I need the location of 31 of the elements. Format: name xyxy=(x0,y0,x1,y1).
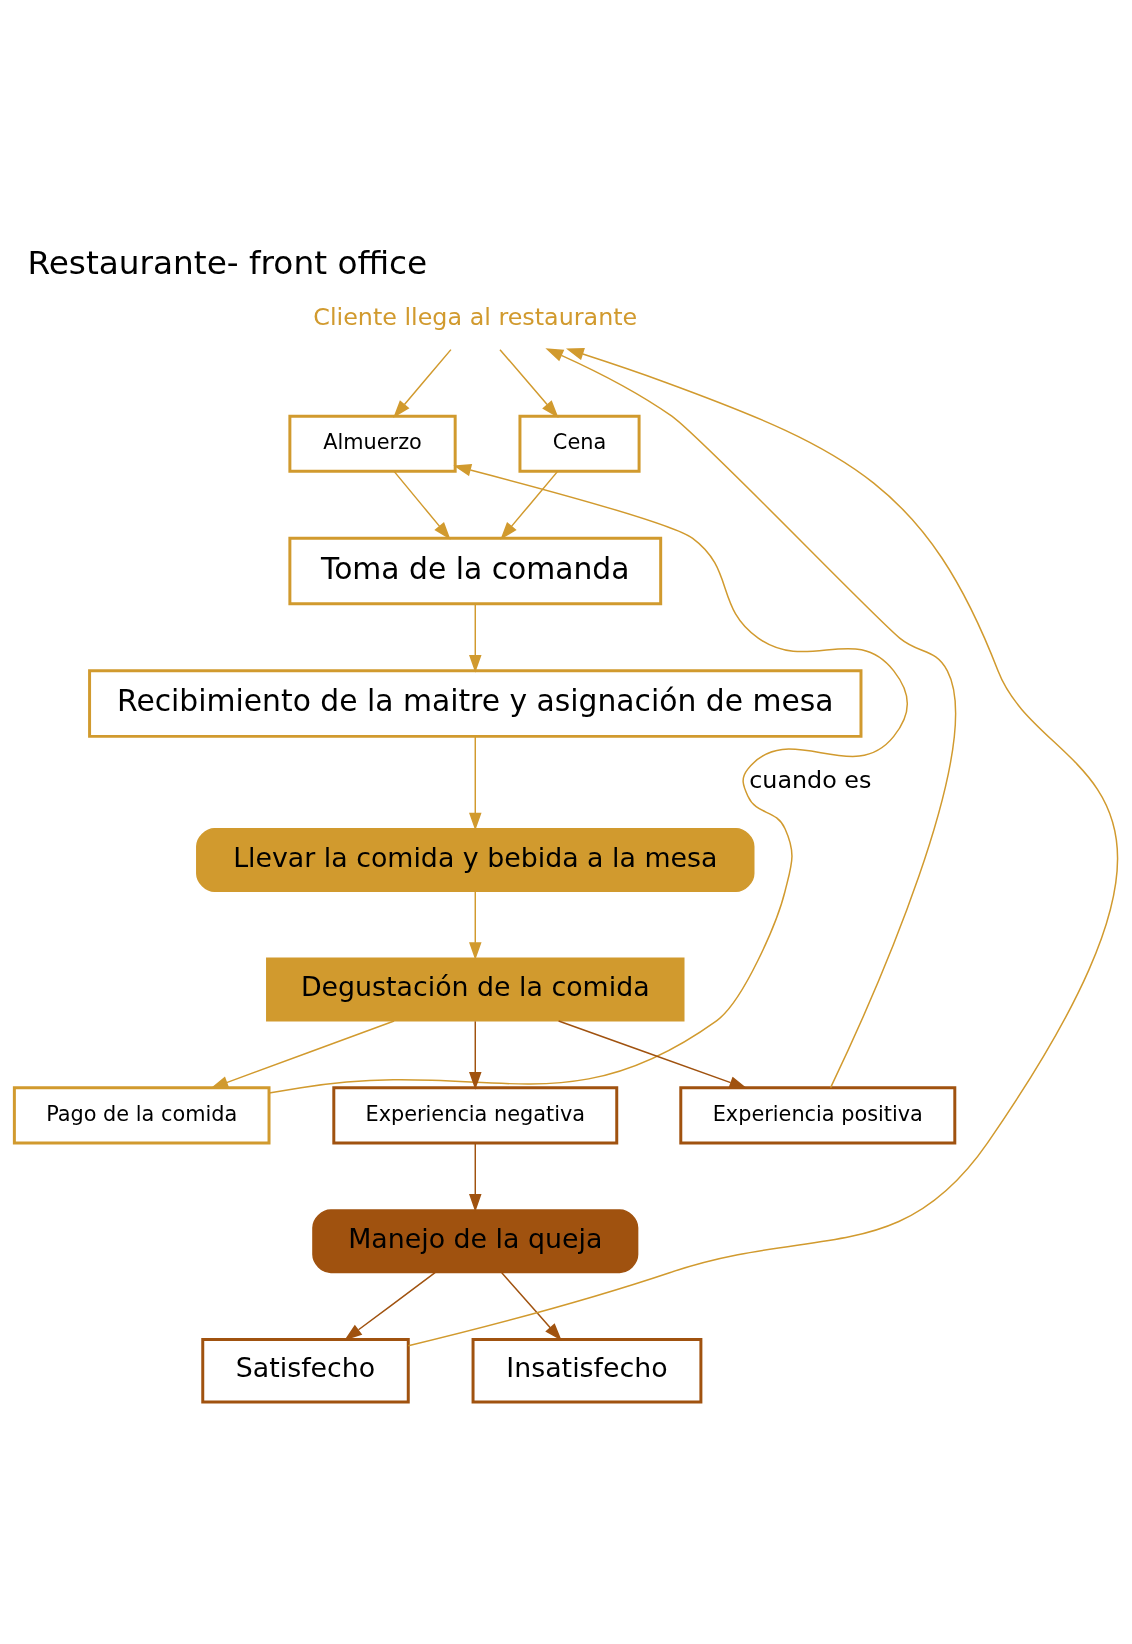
node-box: Cena xyxy=(518,414,641,473)
arrow xyxy=(545,348,957,1089)
arrow xyxy=(469,1020,482,1090)
node-box: Pago de la comida xyxy=(12,1086,271,1145)
node-box: Experiencia negativa xyxy=(332,1086,619,1145)
arrow xyxy=(469,603,482,673)
node-box: Degustación de la comida xyxy=(266,957,685,1022)
arrow xyxy=(344,1271,436,1341)
node-text: Cliente llega al restaurante xyxy=(313,303,638,332)
diagram-title: Restaurante- front office xyxy=(27,244,428,283)
arrow xyxy=(469,1142,482,1212)
node-box: Satisfecho xyxy=(201,1338,410,1404)
node-box: Llevar la comida y bebida a la mesa xyxy=(196,827,755,892)
arrow xyxy=(393,348,452,418)
node-box: Recibimiento de la maitre y asignación de mesa xyxy=(88,669,863,738)
arrow xyxy=(500,470,559,540)
node-box: Experiencia positiva xyxy=(679,1086,957,1145)
arrow xyxy=(557,1020,748,1089)
arrow xyxy=(210,1020,395,1089)
arrow xyxy=(501,1271,562,1341)
node-box: Manejo de la queja xyxy=(312,1209,639,1274)
arrow xyxy=(469,736,482,831)
arrow xyxy=(268,464,909,1094)
node-box: Almuerzo xyxy=(288,414,457,473)
node-box: Toma de la comanda xyxy=(288,536,663,606)
edge-label: cuando es xyxy=(749,766,872,795)
arrow xyxy=(469,890,482,961)
arrow xyxy=(499,348,559,418)
arrow xyxy=(407,348,1118,1347)
arrow xyxy=(393,470,451,540)
node-box: Insatisfecho xyxy=(471,1338,703,1404)
